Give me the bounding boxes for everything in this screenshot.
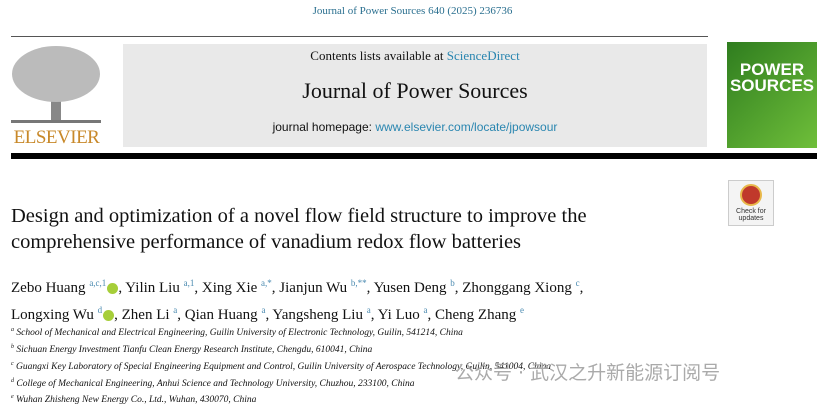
tree-icon	[11, 46, 101, 123]
affiliation-key: d	[11, 377, 14, 384]
affiliation: b Sichuan Energy Investment Tianfu Clean…	[11, 341, 551, 358]
author-name: Cheng Zhang	[435, 307, 517, 323]
cover-line: SOURCES	[729, 76, 815, 95]
orcid-icon[interactable]	[103, 310, 115, 322]
affiliation-key: c	[11, 360, 14, 367]
author-name: Longxing Wu	[11, 307, 94, 323]
check-updates-label: Check for updates	[736, 208, 766, 222]
author-name: Yilin Liu	[125, 280, 180, 296]
title-line: Design and optimization of a novel flow …	[11, 205, 587, 227]
author-affiliation-marker: a,*	[261, 278, 272, 288]
affiliation-key: e	[11, 394, 14, 401]
author-affiliation-marker: d	[97, 305, 103, 315]
affiliation-key: b	[11, 343, 14, 350]
author[interactable]: Yilin Liu a,1	[125, 278, 195, 296]
author[interactable]: Yi Luo a	[377, 305, 428, 323]
contents-label: Contents lists available at	[310, 48, 447, 63]
affiliation-text: Sichuan Energy Investment Tianfu Clean E…	[16, 345, 373, 356]
affiliation-key: a	[11, 327, 14, 333]
author-affiliation-marker: e	[520, 305, 524, 315]
author[interactable]: Zhonggang Xiong c	[462, 278, 580, 296]
author-affiliation-marker: a,1	[183, 278, 195, 288]
affiliation-text: Wuhan Zhisheng New Energy Co., Ltd., Wuh…	[16, 395, 257, 406]
title-line: comprehensive performance of vanadium re…	[11, 231, 522, 253]
citation: Journal of Power Sources 640 (2025) 2367…	[312, 5, 513, 17]
publisher-name: ELSEVIER	[13, 127, 100, 148]
author[interactable]: Xing Xie a,*	[201, 278, 272, 296]
author-affiliation-marker: a,c,1	[89, 278, 107, 288]
bookmark-icon	[740, 184, 762, 206]
affiliation: a School of Mechanical and Electrical En…	[11, 324, 551, 341]
homepage-label: journal homepage:	[272, 120, 376, 134]
author-name: Zhonggang Xiong	[462, 280, 572, 296]
affiliation-text: College of Mechanical Engineering, Anhui…	[16, 378, 415, 389]
author-affiliation-marker: c	[575, 278, 580, 288]
author-name: Xing Xie	[201, 280, 258, 296]
top-rule	[11, 36, 708, 37]
author-affiliation-marker: a	[423, 305, 428, 315]
author-name: Zebo Huang	[11, 280, 86, 296]
author-affiliation-marker: a	[173, 305, 178, 315]
check-for-updates-button[interactable]: Check for updates	[728, 180, 774, 226]
author[interactable]: Qian Huang a	[184, 305, 266, 323]
journal-title: Journal of Power Sources	[302, 78, 528, 103]
affiliation: c Guangxi Key Laboratory of Special Engi…	[11, 358, 551, 375]
author-affiliation-marker: a	[261, 305, 266, 315]
orcid-icon[interactable]	[107, 283, 119, 295]
author[interactable]: Yangsheng Liu a	[272, 305, 371, 323]
affiliation-text: Guangxi Key Laboratory of Special Engine…	[16, 361, 551, 372]
author-name: Yusen Deng	[373, 280, 447, 296]
article-title: Design and optimization of a novel flow …	[11, 203, 721, 255]
author-name: Yangsheng Liu	[272, 307, 363, 323]
cover-line: POWER	[739, 60, 805, 79]
header-bar	[11, 153, 817, 159]
author[interactable]: Jianjun Wu b,**	[279, 278, 367, 296]
author-affiliation-marker: a	[366, 305, 371, 315]
author-affiliation-marker: b	[450, 278, 455, 288]
author[interactable]: Zebo Huang a,c,1	[11, 278, 119, 296]
watermark: 公众号 · 武汉之升新能源订阅号	[455, 362, 721, 384]
author-name: Qian Huang	[184, 307, 258, 323]
author-affiliation-marker: b,**	[350, 278, 367, 288]
sciencedirect-link[interactable]: ScienceDirect	[446, 48, 520, 63]
author-name: Zhen Li	[121, 307, 170, 323]
author[interactable]: Zhen Li a	[121, 305, 178, 323]
author-name: Yi Luo	[377, 307, 420, 323]
author[interactable]: Cheng Zhang e	[435, 305, 524, 323]
author-name: Jianjun Wu	[279, 280, 348, 296]
affiliation-text: School of Mechanical and Electrical Engi…	[16, 328, 463, 339]
homepage-link[interactable]: www.elsevier.com/locate/jpowsour	[375, 120, 558, 134]
affiliation: d College of Mechanical Engineering, Anh…	[11, 375, 551, 392]
author-list: Zebo Huang a,c,1, Yilin Liu a,1, Xing Xi…	[11, 278, 584, 323]
author[interactable]: Yusen Deng b	[373, 278, 455, 296]
journal-header: Contents lists available at ScienceDirec…	[123, 44, 707, 147]
author[interactable]: Longxing Wu d	[11, 305, 115, 323]
elsevier-logo: ELSEVIER	[9, 44, 104, 149]
